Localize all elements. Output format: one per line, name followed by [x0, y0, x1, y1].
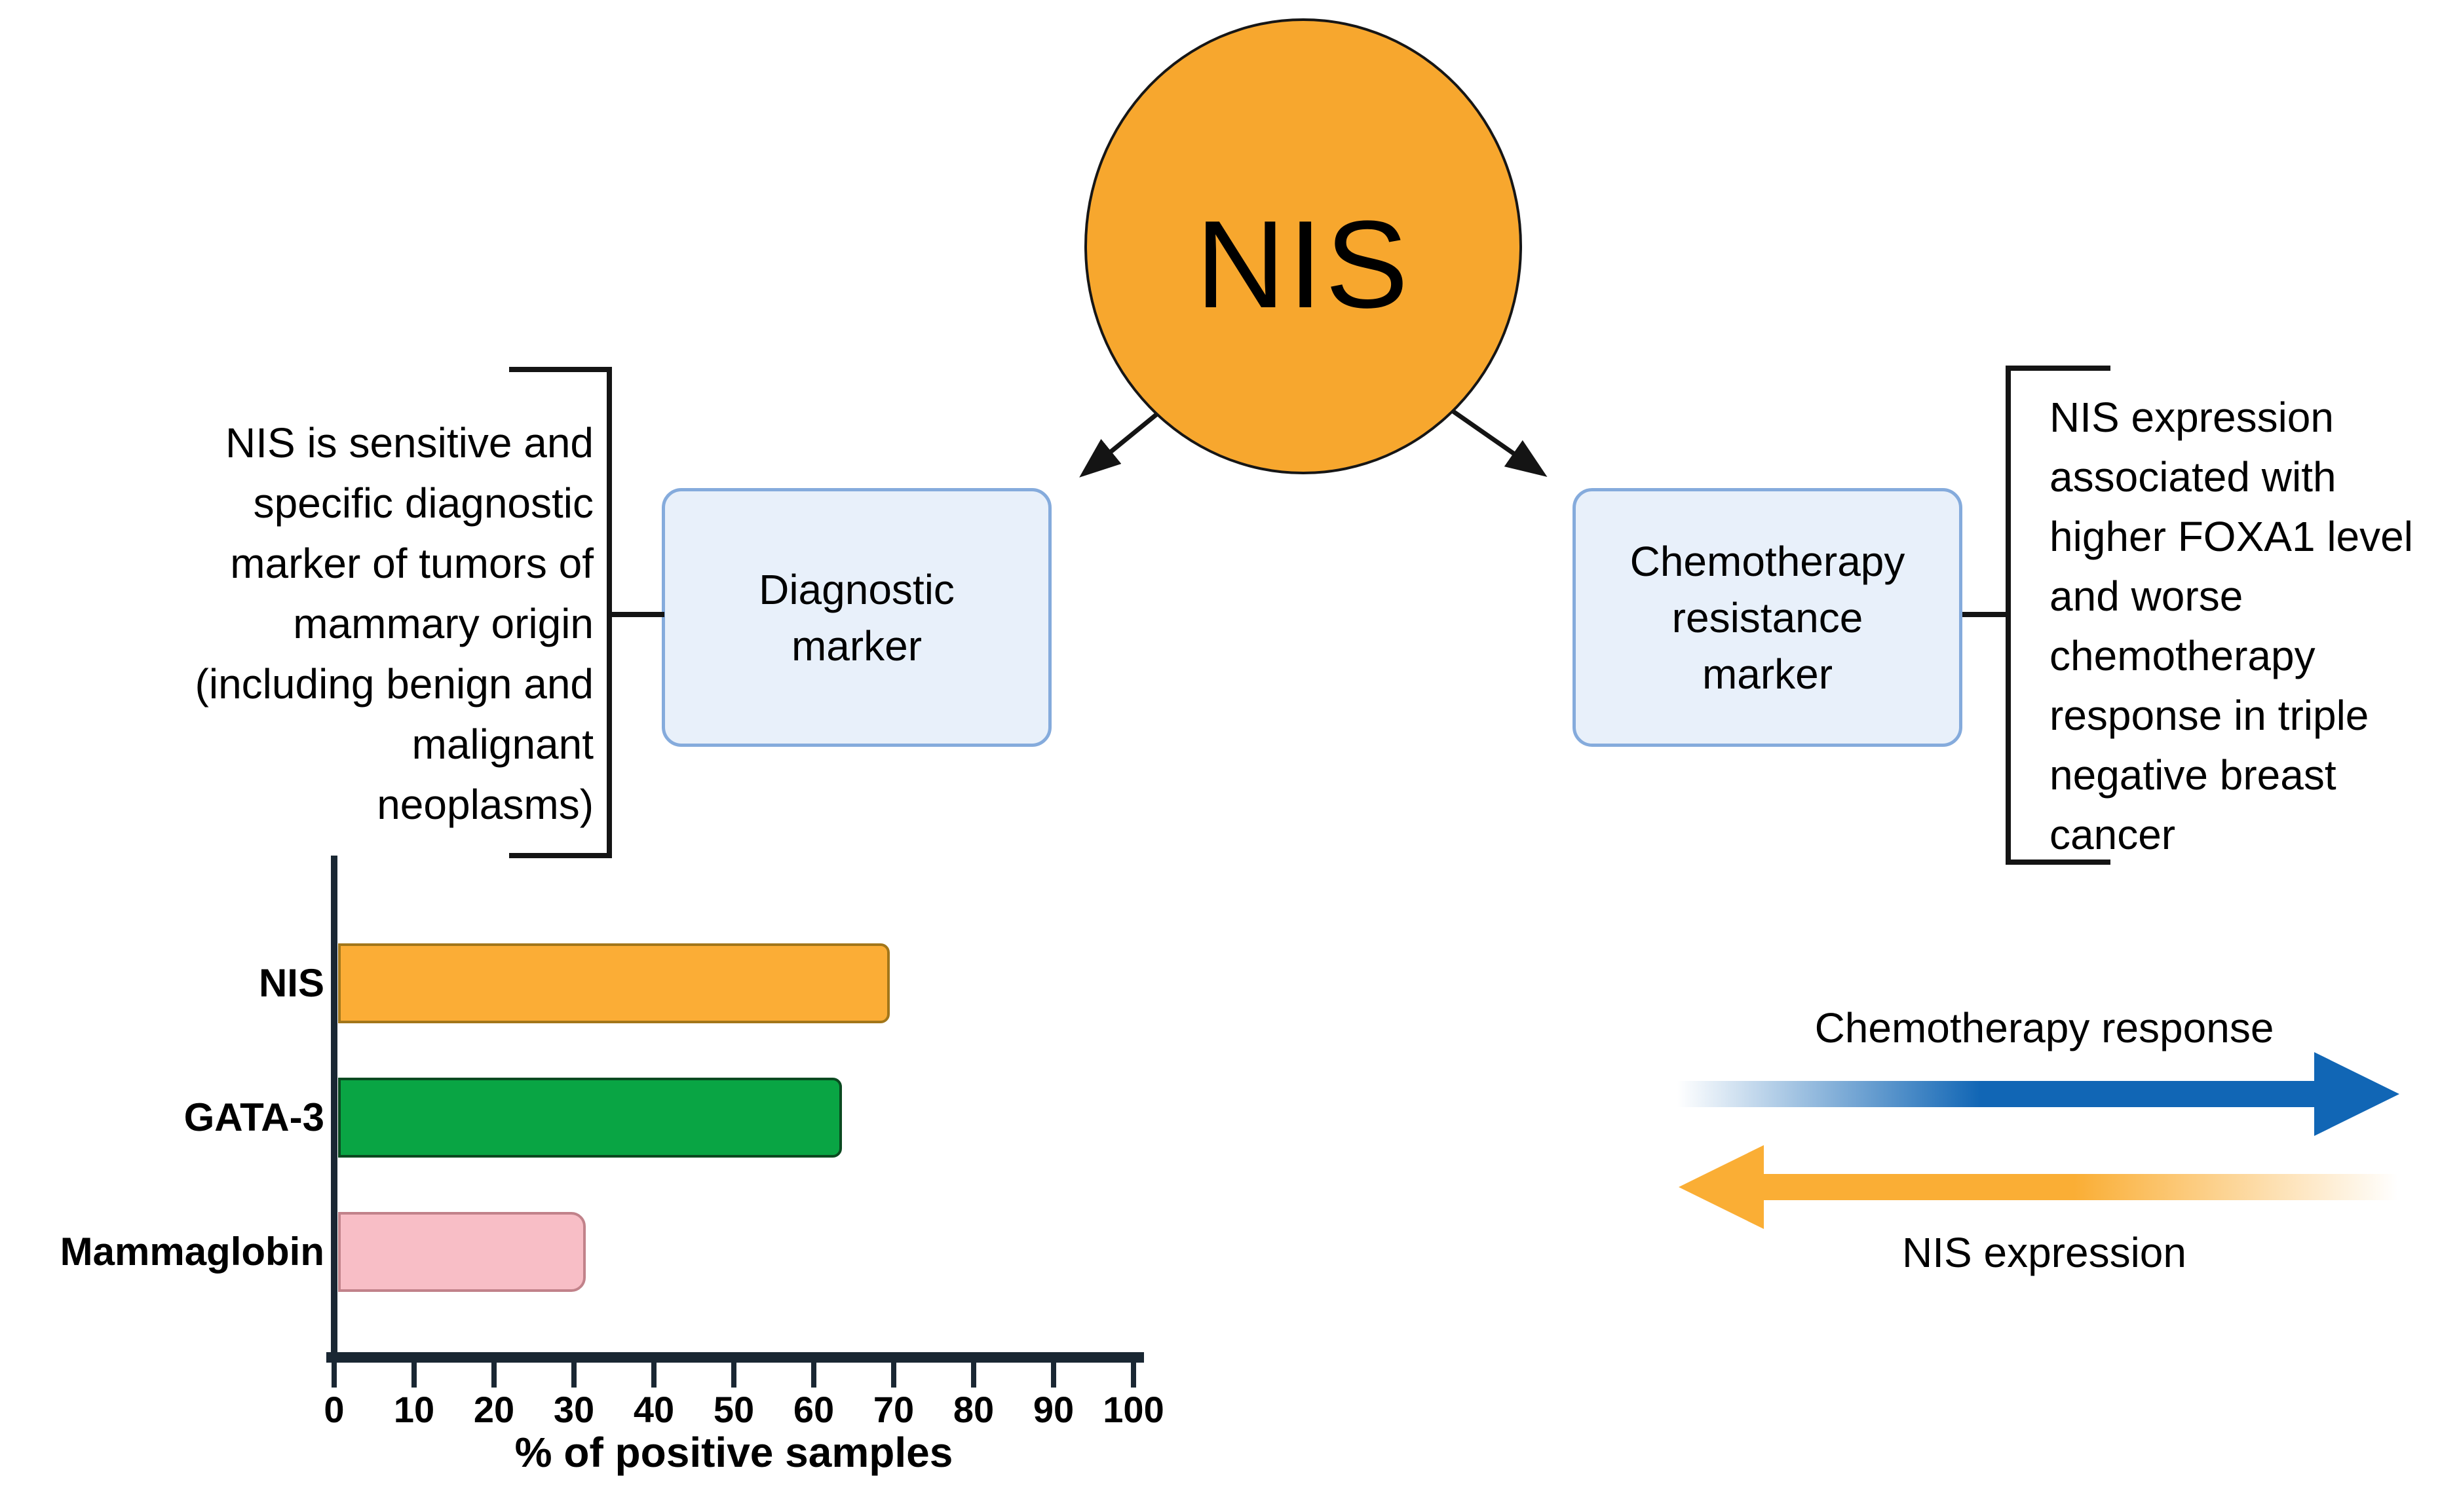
right-bracket-top-cap [2006, 366, 2110, 371]
x-tick [332, 1363, 337, 1388]
x-tick [411, 1363, 417, 1388]
nis-node: NIS [1084, 18, 1522, 474]
x-tick-label: 80 [953, 1389, 995, 1430]
x-tick-label: 20 [473, 1389, 515, 1430]
chart-y-axis [331, 856, 337, 1363]
text-line: response in triple [2049, 692, 2369, 739]
diagnostic-marker-box: Diagnostic marker [662, 488, 1052, 747]
text-line: specific diagnostic [253, 480, 594, 527]
x-tick [891, 1363, 896, 1388]
left-connector-line [612, 612, 664, 617]
bar-nis [338, 943, 890, 1023]
text-line: marker of tumors of [230, 540, 594, 587]
x-tick [1131, 1363, 1136, 1388]
x-tick-label: 100 [1103, 1389, 1164, 1430]
text-line: marker [1702, 650, 1833, 698]
text-line: mammary origin [293, 600, 594, 647]
x-tick-label: 0 [324, 1389, 345, 1430]
left-bracket-vertical [607, 367, 612, 858]
x-tick [491, 1363, 497, 1388]
text-line: NIS expression [2049, 394, 2334, 441]
x-tick [1051, 1363, 1056, 1388]
resistance-note-text: NIS expression associated with higher FOXA… [2049, 388, 2449, 865]
left-bracket-top-cap [509, 367, 612, 372]
x-tick-label: 50 [713, 1389, 755, 1430]
bar-gata-3 [338, 1078, 842, 1158]
chemo-resistance-marker-box: Chemotherapy resistance marker [1573, 488, 1962, 747]
text-line: chemotherapy [2049, 632, 2316, 679]
text-line: negative breast [2049, 751, 2336, 799]
x-tick-label: 90 [1033, 1389, 1075, 1430]
x-tick [971, 1363, 976, 1388]
text-line: higher FOXA1 level [2049, 513, 2413, 560]
x-tick-label: 70 [873, 1389, 915, 1430]
text-line: resistance [1671, 594, 1863, 641]
x-tick-label: 10 [393, 1389, 435, 1430]
text-line: neoplasms) [377, 781, 594, 828]
text-line: Chemotherapy [1630, 537, 1905, 585]
right-bracket-bottom-cap [2006, 860, 2110, 865]
text-line: NIS is sensitive and [225, 419, 594, 466]
x-axis-title: % of positive samples [514, 1429, 953, 1476]
left-bracket-bottom-cap [509, 853, 612, 858]
x-tick [651, 1363, 657, 1388]
text-line: associated with [2049, 453, 2336, 501]
bar-mammaglobin [338, 1212, 586, 1292]
text-line: and worse [2049, 573, 2243, 620]
x-tick [571, 1363, 577, 1388]
text-line: marker [791, 622, 923, 670]
chemo-response-label: Chemotherapy response [1814, 1004, 2274, 1051]
x-tick-label: 30 [553, 1389, 595, 1430]
text-line: malignant [411, 721, 594, 768]
text-line: cancer [2049, 811, 2176, 858]
x-tick [731, 1363, 736, 1388]
diagnostic-note-text: NIS is sensitive and specific diagnostic m… [92, 413, 594, 835]
right-connector-line [1962, 612, 2006, 617]
text-line: (including benign and [195, 660, 594, 708]
category-label: NIS [258, 961, 324, 1005]
chart-x-axis [326, 1352, 1144, 1363]
chemo-response-arrow [1677, 1052, 2399, 1136]
x-tick-label: 40 [633, 1389, 675, 1430]
text-line: Diagnostic [759, 565, 955, 613]
nis-expression-arrow [1679, 1145, 2398, 1229]
x-tick-label: 60 [793, 1389, 835, 1430]
nis-node-label: NIS [1195, 195, 1411, 334]
nis-expression-label: NIS expression [1902, 1229, 2186, 1276]
category-label: Mammaglobin [60, 1230, 324, 1274]
right-bracket-vertical [2006, 366, 2011, 865]
category-label: GATA-3 [183, 1095, 324, 1139]
x-tick [811, 1363, 816, 1388]
